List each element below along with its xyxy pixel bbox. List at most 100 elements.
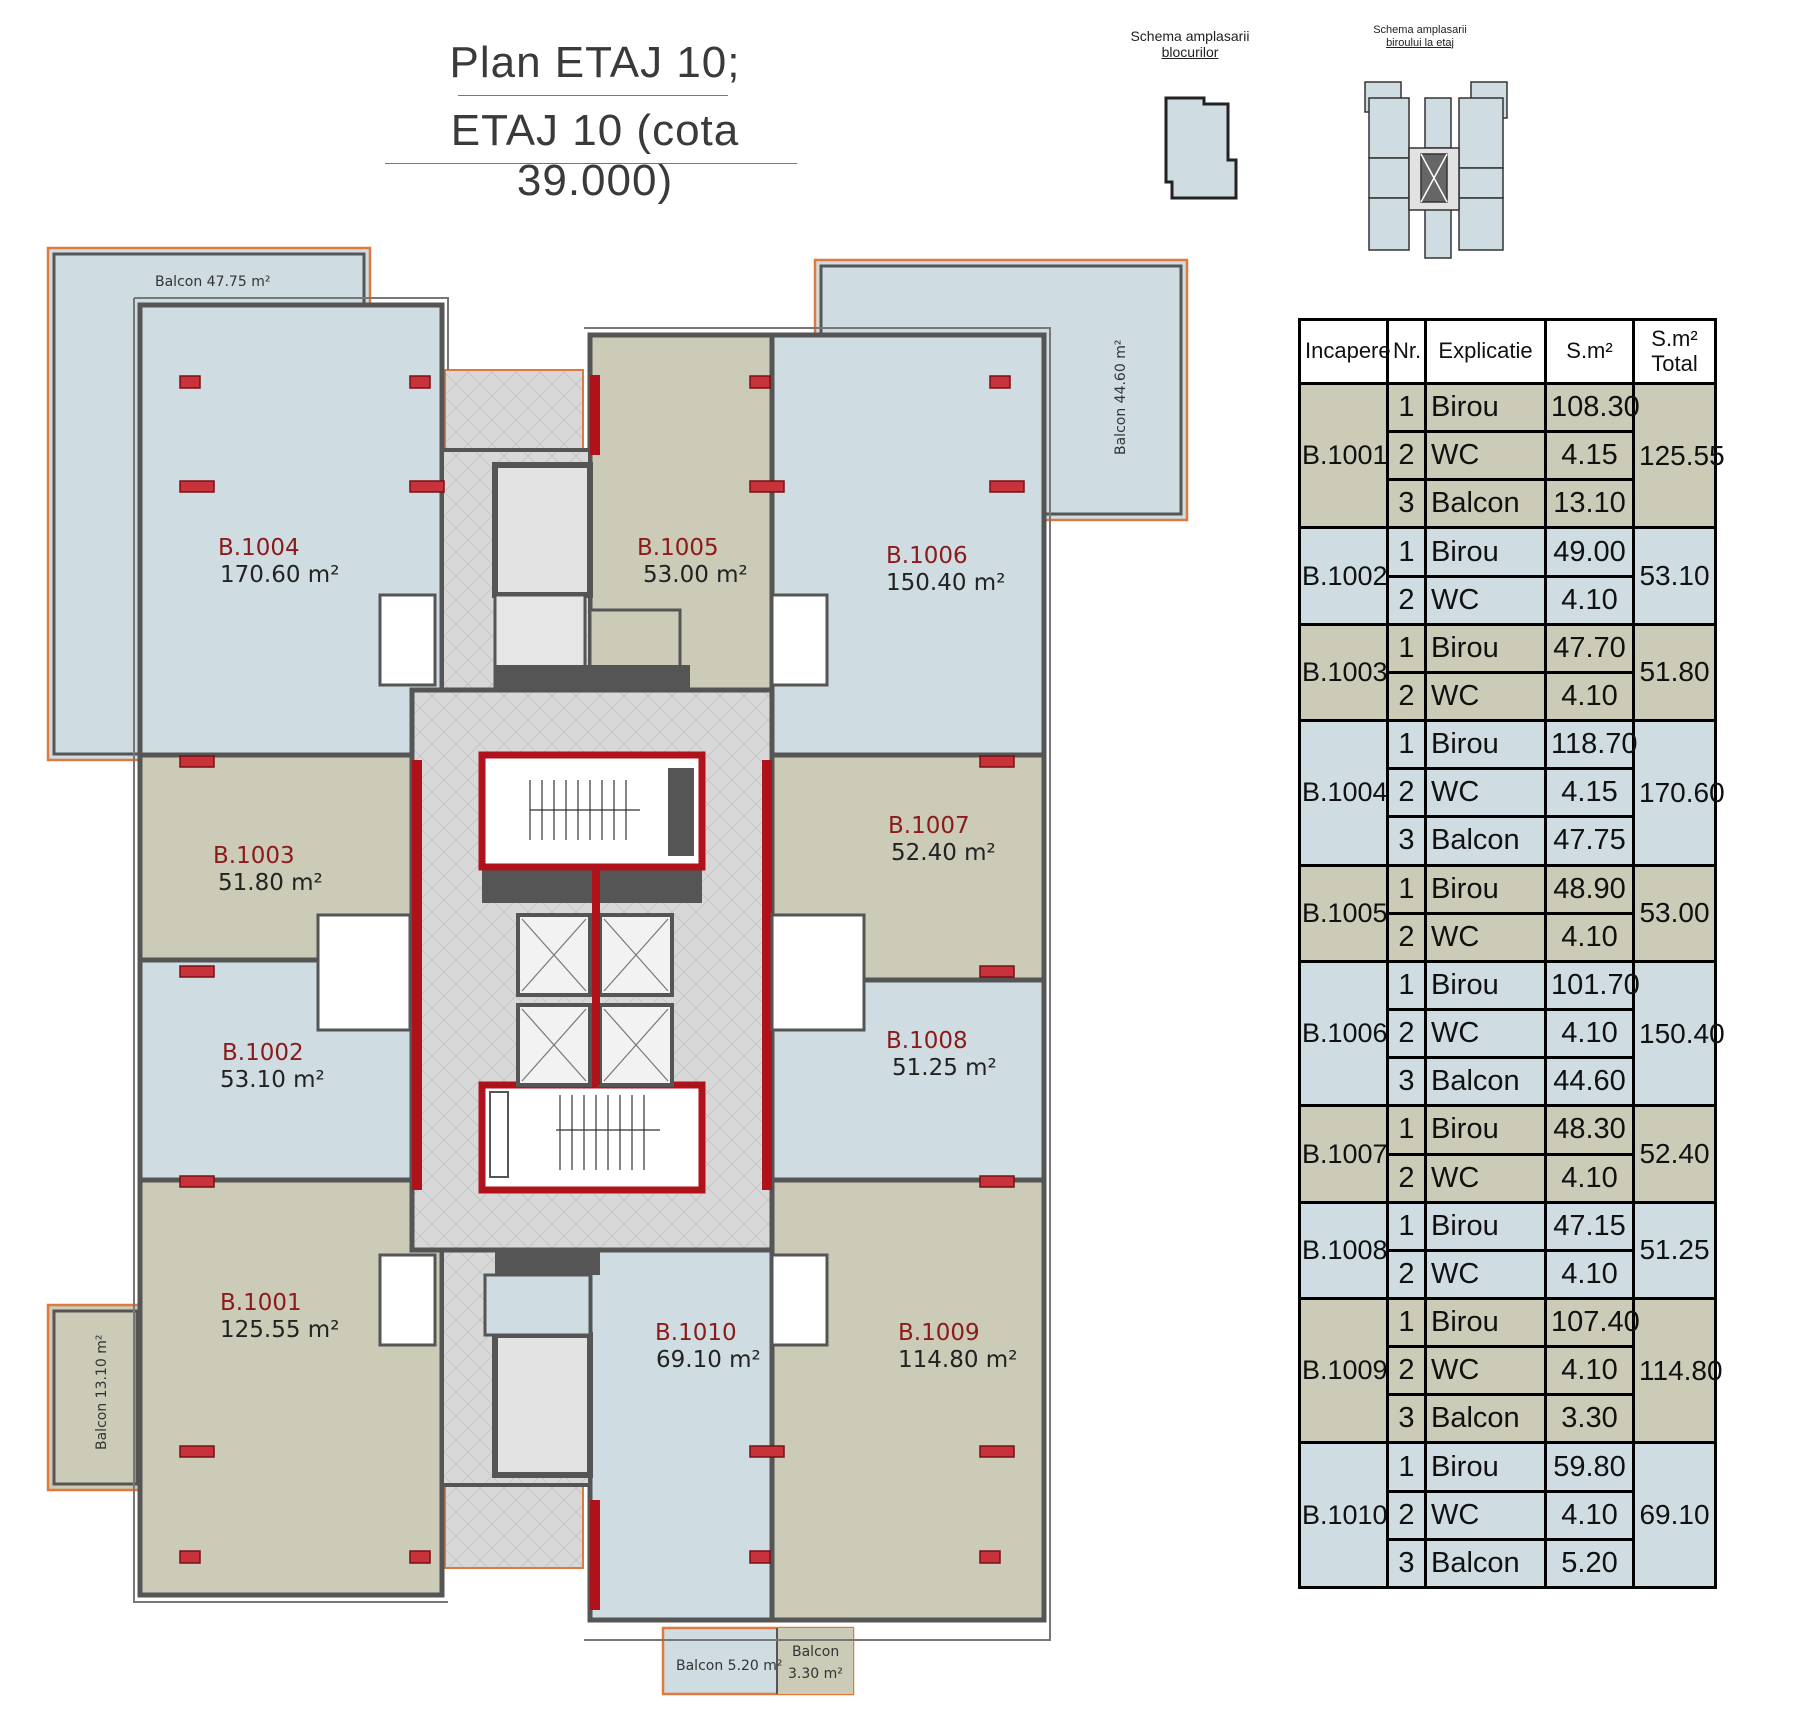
balcony-labels: Balcon 47.75 m² Balcon 44.60 m² Balcon 1… [94, 274, 1129, 1682]
room-name: B.1004 [218, 535, 300, 561]
cell-total: 150.40 [1632, 959, 1725, 1108]
header-explicatie: Explicatie [1424, 318, 1547, 385]
cell-total: 53.00 [1632, 863, 1717, 963]
cell-area: 49.00 [1544, 526, 1635, 578]
cell-nr: 2 [1386, 767, 1427, 819]
columns [179, 375, 1025, 1564]
room-area: 114.80 m² [898, 1347, 1017, 1373]
cell-room: B.1007 [1298, 1104, 1389, 1204]
cell-area: 118.70 [1544, 719, 1638, 771]
room-name: B.1002 [222, 1040, 304, 1066]
schema-blocks-title: Schema amplasarii blocurilor [1120, 28, 1260, 60]
room-b1009 [769, 1177, 1047, 1623]
cell-total: 69.10 [1632, 1441, 1717, 1589]
header-area: S.m² [1544, 318, 1635, 385]
cell-explicatie: Birou [1424, 526, 1547, 578]
cell-explicatie: WC [1424, 1489, 1547, 1541]
cell-nr: 2 [1386, 670, 1427, 723]
core [409, 375, 775, 1610]
cell-area: 3.30 [1544, 1393, 1635, 1445]
cell-area: 47.75 [1544, 815, 1635, 867]
title-underline-2 [385, 163, 797, 164]
cell-room: B.1001 [1298, 381, 1389, 530]
cell-explicatie: Balcon [1424, 815, 1547, 867]
floor-plan: B.1004 170.60 m² B.1005 53.00 m² B.1006 … [46, 246, 1189, 1696]
cell-explicatie: WC [1424, 1345, 1547, 1397]
cell-explicatie: WC [1424, 430, 1547, 482]
cell-explicatie: Birou [1424, 1296, 1547, 1349]
room-b1010 [587, 1247, 775, 1623]
cell-explicatie: Birou [1424, 959, 1547, 1012]
cell-nr: 2 [1386, 1489, 1427, 1541]
cell-room: B.1010 [1298, 1441, 1389, 1589]
cell-area: 48.90 [1544, 863, 1635, 915]
cell-area: 101.70 [1544, 959, 1640, 1012]
room-area: 52.40 m² [891, 840, 996, 866]
schema-office-diagram [1364, 81, 1508, 259]
schema-blocks-line1: Schema amplasarii [1130, 28, 1250, 44]
plan-title-line2: ETAJ 10 (cota 39.000) [450, 106, 740, 205]
wc-blocks [316, 593, 866, 1347]
cell-explicatie: WC [1424, 1008, 1547, 1060]
cell-area: 4.10 [1544, 1248, 1635, 1300]
cell-explicatie: WC [1424, 911, 1547, 963]
balcony-label: Balcon 13.10 m² [94, 1335, 110, 1450]
schema-office-line2: biroului la etaj [1386, 36, 1454, 49]
balcony-label: Balcon 44.60 m² [1113, 340, 1129, 455]
cell-explicatie: Birou [1424, 622, 1547, 674]
cell-room: B.1008 [1298, 1200, 1389, 1300]
room-area: 51.25 m² [892, 1055, 997, 1081]
room-area: 69.10 m² [656, 1347, 761, 1373]
cell-area: 13.10 [1544, 478, 1635, 530]
cell-area: 4.10 [1544, 1345, 1635, 1397]
cell-area: 108.30 [1544, 381, 1640, 434]
cell-total: 170.60 [1632, 719, 1725, 867]
cell-area: 4.10 [1544, 670, 1635, 723]
header-room: Incapere [1298, 318, 1391, 385]
cell-nr: 1 [1386, 622, 1427, 674]
cell-explicatie: Balcon [1424, 1393, 1547, 1445]
room-area: 53.10 m² [220, 1067, 325, 1093]
cell-explicatie: Birou [1424, 719, 1547, 771]
cell-nr: 3 [1386, 1537, 1427, 1590]
cell-area: 4.10 [1544, 574, 1635, 626]
cell-nr: 2 [1386, 574, 1427, 626]
schema-office-title: Schema amplasarii biroului la etaj [1360, 24, 1480, 49]
cell-nr: 2 [1386, 1152, 1427, 1204]
cell-nr: 3 [1386, 1393, 1427, 1445]
area-table: Incapere Nr. Explicatie S.m² S.m² Total … [1298, 318, 1725, 1590]
cell-explicatie: Birou [1424, 1441, 1547, 1493]
room-name: B.1006 [886, 543, 968, 569]
room-name: B.1001 [220, 1290, 302, 1316]
schema-blocks-line2: blocurilor [1161, 44, 1219, 61]
schema-blocks-diagram [1164, 96, 1238, 200]
cell-explicatie: Birou [1424, 1200, 1547, 1252]
cell-area: 4.10 [1544, 1489, 1635, 1541]
cell-area: 59.80 [1544, 1441, 1635, 1493]
cell-nr: 2 [1386, 911, 1427, 963]
room-name: B.1009 [898, 1320, 980, 1346]
cell-total: 53.10 [1632, 526, 1717, 626]
balcony-label: Balcon [792, 1644, 839, 1660]
cell-explicatie: WC [1424, 767, 1547, 819]
cell-explicatie: Birou [1424, 863, 1547, 915]
cell-room: B.1009 [1298, 1296, 1389, 1445]
